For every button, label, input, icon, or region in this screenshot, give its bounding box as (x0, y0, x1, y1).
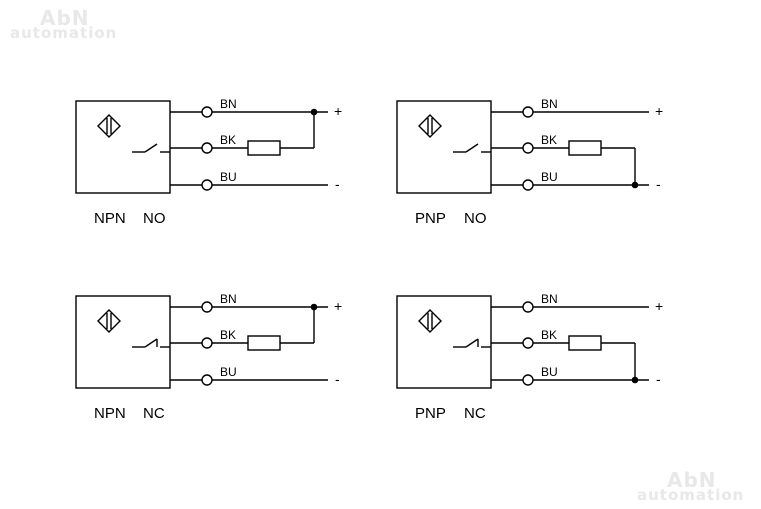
switch-contact-blade (144, 143, 158, 153)
polarity-negative: - (656, 176, 661, 192)
sensor-body (75, 100, 171, 194)
wire-label-bk: BK (541, 133, 557, 147)
diagram-contact-mode: NC (143, 405, 165, 422)
wiring-diagram-pnp-no: BN BK BU + - PNP NO (396, 97, 663, 227)
terminal-blue (522, 374, 534, 386)
polarity-negative: - (656, 371, 661, 387)
terminal-blue (201, 374, 213, 386)
sensor-body (396, 295, 492, 389)
wiring-diagram-npn-no: BN BK BU + - NPN NO (75, 97, 342, 227)
wire-label-bn: BN (541, 97, 558, 111)
polarity-positive: + (655, 298, 663, 314)
terminal-black (201, 337, 213, 349)
polarity-positive: + (655, 103, 663, 119)
proximity-sensor-icon (97, 309, 121, 333)
wire-label-bk: BK (220, 328, 236, 342)
wire-label-bk: BK (541, 328, 557, 342)
load-resistor (568, 140, 602, 156)
junction-dot (631, 181, 639, 189)
load-resistor (247, 140, 281, 156)
terminal-blue (201, 179, 213, 191)
wire-label-bn: BN (220, 292, 237, 306)
diagram-contact-mode: NO (464, 210, 487, 227)
terminal-brown (201, 106, 213, 118)
diagram-contact-mode: NO (143, 210, 166, 227)
switch-contact-blade (144, 338, 158, 348)
terminal-blue (522, 179, 534, 191)
diagram-output-type: PNP (415, 210, 446, 227)
junction-dot (631, 376, 639, 384)
diagram-output-type: PNP (415, 405, 446, 422)
proximity-sensor-icon (418, 114, 442, 138)
wire-label-bn: BN (220, 97, 237, 111)
wiring-diagram-npn-nc: BN BK BU + - NPN NC (75, 292, 342, 422)
polarity-positive: + (334, 103, 342, 119)
diagram-contact-mode: NC (464, 405, 486, 422)
diagram-output-type: NPN (94, 405, 126, 422)
wire-label-bk: BK (220, 133, 236, 147)
polarity-negative: - (335, 371, 340, 387)
switch-contact-blade (465, 338, 479, 348)
wire-label-bu: BU (220, 365, 237, 379)
terminal-brown (522, 106, 534, 118)
terminal-brown (522, 301, 534, 313)
wiring-diagram-pnp-nc: BN BK BU + - PNP NC (396, 292, 663, 422)
wire-label-bu: BU (541, 365, 558, 379)
polarity-positive: + (334, 298, 342, 314)
wire-label-bn: BN (541, 292, 558, 306)
wire-label-bu: BU (220, 170, 237, 184)
load-resistor (247, 335, 281, 351)
polarity-negative: - (335, 176, 340, 192)
terminal-black (522, 337, 534, 349)
terminal-black (522, 142, 534, 154)
junction-dot (310, 108, 318, 116)
sensor-body (75, 295, 171, 389)
terminal-brown (201, 301, 213, 313)
proximity-sensor-icon (97, 114, 121, 138)
sensor-body (396, 100, 492, 194)
switch-contact-blade (465, 143, 479, 153)
wire-label-bu: BU (541, 170, 558, 184)
junction-dot (310, 303, 318, 311)
terminal-black (201, 142, 213, 154)
load-resistor (568, 335, 602, 351)
proximity-sensor-icon (418, 309, 442, 333)
diagram-output-type: NPN (94, 210, 126, 227)
